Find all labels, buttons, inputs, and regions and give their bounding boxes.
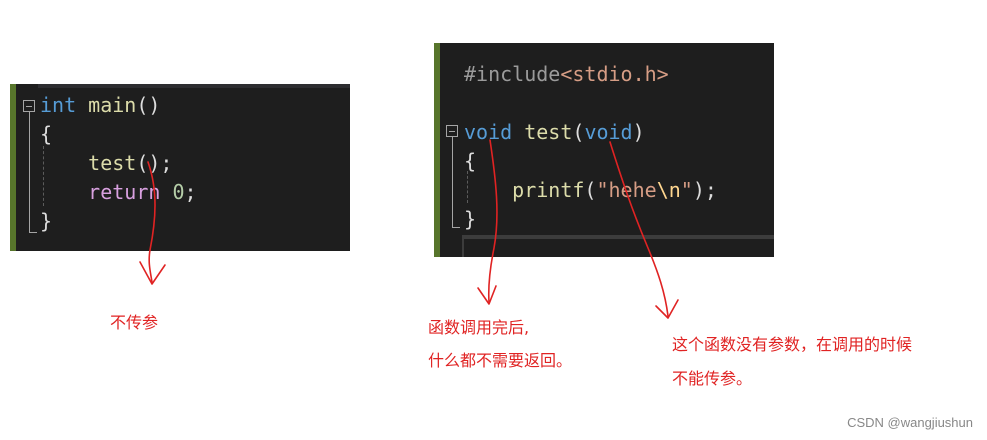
arrow-no-pass-args [147,161,156,283]
fold-guide [29,112,30,232]
code-token: ) [632,120,645,144]
change-indicator-bar [434,43,440,257]
code-token: ; [184,180,197,204]
code-token: return [88,180,161,204]
annotation-params-line2: 不能传参。 [672,369,753,388]
collapse-main-icon[interactable] [23,100,35,112]
code-token: ( [584,178,597,202]
code-line[interactable]: { [464,148,476,174]
code-token: test [88,151,137,175]
editor-top-border [38,84,350,88]
watermark: CSDN @wangjiushun [847,415,973,430]
code-token: #include [464,62,561,86]
code-line[interactable]: void test(void) [464,119,645,145]
code-token: printf [512,178,585,202]
code-token: main [88,93,137,117]
code-token: 0 [172,180,185,204]
arrow-params [609,141,669,317]
editor-left-border [462,235,464,257]
code-token: \n [656,178,681,202]
code-line[interactable]: int main() [40,92,160,118]
code-line[interactable]: printf("hehe\n"); [464,177,717,203]
code-line[interactable]: return 0; [40,179,197,205]
arrow-return [487,139,498,303]
code-token: ); [692,178,717,202]
code-editor-main: int main(){ test(); return 0;} [10,84,350,251]
code-token: <stdio.h> [560,62,669,86]
code-token: (); [136,151,173,175]
code-token: void [584,120,633,144]
fold-guide-end [29,232,37,233]
arrowhead-return [477,285,497,305]
code-line[interactable]: } [464,206,476,232]
indent-guide [467,171,468,203]
code-editor-test: #include<stdio.h>void test(void){ printf… [434,43,774,257]
code-line[interactable]: test(); [40,150,172,176]
code-line[interactable]: } [40,208,52,234]
code-token: test [524,120,573,144]
code-token: { [40,122,53,146]
annotation-return-line2: 什么都不需要返回。 [428,351,573,370]
collapse-test-icon[interactable] [446,125,458,137]
code-token: } [464,207,477,231]
code-line[interactable]: { [40,121,52,147]
code-token: { [464,149,477,173]
code-token: () [136,93,161,117]
code-token: } [40,209,53,233]
annotation-return-line1: 函数调用完后, [428,318,530,337]
fold-guide [452,137,453,227]
arrowhead-params [655,299,679,319]
code-token: int [40,93,77,117]
change-indicator-bar [10,84,16,251]
code-token: " [680,178,693,202]
annotation-no-pass-args: 不传参 [110,313,159,332]
code-line[interactable]: #include<stdio.h> [464,61,669,87]
fold-guide-end [452,227,460,228]
code-token: void [464,120,513,144]
indent-guide [43,146,44,206]
code-token: ( [572,120,585,144]
arrowhead-no-pass-args [139,261,166,285]
editor-bottom-border [462,235,774,239]
annotation-params-line1: 这个函数没有参数，在调用的时候 [672,335,913,354]
